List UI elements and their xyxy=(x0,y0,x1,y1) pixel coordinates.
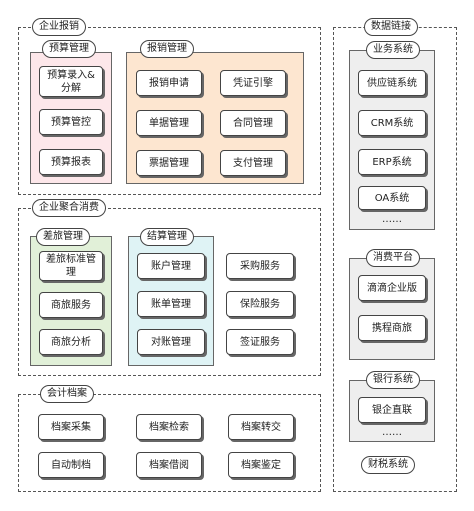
consumption-section-title: 企业聚合消费 xyxy=(32,199,106,217)
reimbursement-panel-title: 报销管理 xyxy=(140,40,194,58)
consume-platform-panel xyxy=(349,258,435,360)
erp-box: ERP系统 xyxy=(358,149,426,175)
consumption-section xyxy=(18,208,321,376)
document-mgmt-box: 单据管理 xyxy=(136,110,202,136)
business-more-ellipsis: …… xyxy=(382,214,402,225)
invoice-mgmt-box: 票据管理 xyxy=(136,150,202,176)
data-link-section-title: 数据链接 xyxy=(364,18,418,36)
reconcile-mgmt-box: 对账管理 xyxy=(137,329,205,355)
procurement-service-box: 采购服务 xyxy=(226,253,294,279)
didi-box: 滴滴企业版 xyxy=(358,275,426,301)
archive-transfer-box: 档案转交 xyxy=(228,414,294,440)
contract-mgmt-box: 合同管理 xyxy=(220,110,286,136)
ctrip-box: 携程商旅 xyxy=(358,315,426,341)
budget-report-box: 预算报表 xyxy=(39,149,103,175)
archive-appraisal-box: 档案鉴定 xyxy=(228,452,294,478)
payment-mgmt-box: 支付管理 xyxy=(220,150,286,176)
tax-system-title: 财税系统 xyxy=(361,456,415,474)
expense-section-title: 企业报销 xyxy=(32,18,86,36)
voucher-engine-box: 凭证引擎 xyxy=(220,70,286,96)
bank-more-ellipsis: …… xyxy=(382,427,402,438)
bank-direct-box: 银企直联 xyxy=(358,397,426,423)
oa-box: OA系统 xyxy=(358,186,426,210)
archive-search-box: 档案检索 xyxy=(136,414,202,440)
visa-service-box: 签证服务 xyxy=(226,329,294,355)
archive-collect-box: 档案采集 xyxy=(38,414,104,440)
archive-borrow-box: 档案借阅 xyxy=(136,452,202,478)
auto-archive-box: 自动制档 xyxy=(38,452,104,478)
business-system-title: 业务系统 xyxy=(366,41,420,59)
travel-panel-title: 差旅管理 xyxy=(36,228,90,246)
insurance-service-box: 保险服务 xyxy=(226,291,294,317)
crm-box: CRM系统 xyxy=(358,110,426,136)
archive-section xyxy=(18,394,321,492)
archive-section-title: 会计档案 xyxy=(40,385,94,403)
supply-chain-box: 供应链系统 xyxy=(358,70,426,96)
account-mgmt-box: 账户管理 xyxy=(137,253,205,279)
travel-service-box: 商旅服务 xyxy=(39,292,103,318)
budget-panel-title: 预算管理 xyxy=(42,40,96,58)
bank-system-title: 银行系统 xyxy=(366,371,420,389)
budget-entry-box: 预算录入&分解 xyxy=(39,66,103,97)
travel-analysis-box: 商旅分析 xyxy=(39,329,103,355)
consume-platform-title: 消费平台 xyxy=(366,249,420,267)
expense-section xyxy=(18,27,321,195)
bill-mgmt-box: 账单管理 xyxy=(137,291,205,317)
reimb-apply-box: 报销申请 xyxy=(136,70,202,96)
budget-control-box: 预算管控 xyxy=(39,109,103,135)
travel-standard-box: 差旅标准管理 xyxy=(39,251,103,281)
settlement-panel-title: 结算管理 xyxy=(140,228,194,246)
